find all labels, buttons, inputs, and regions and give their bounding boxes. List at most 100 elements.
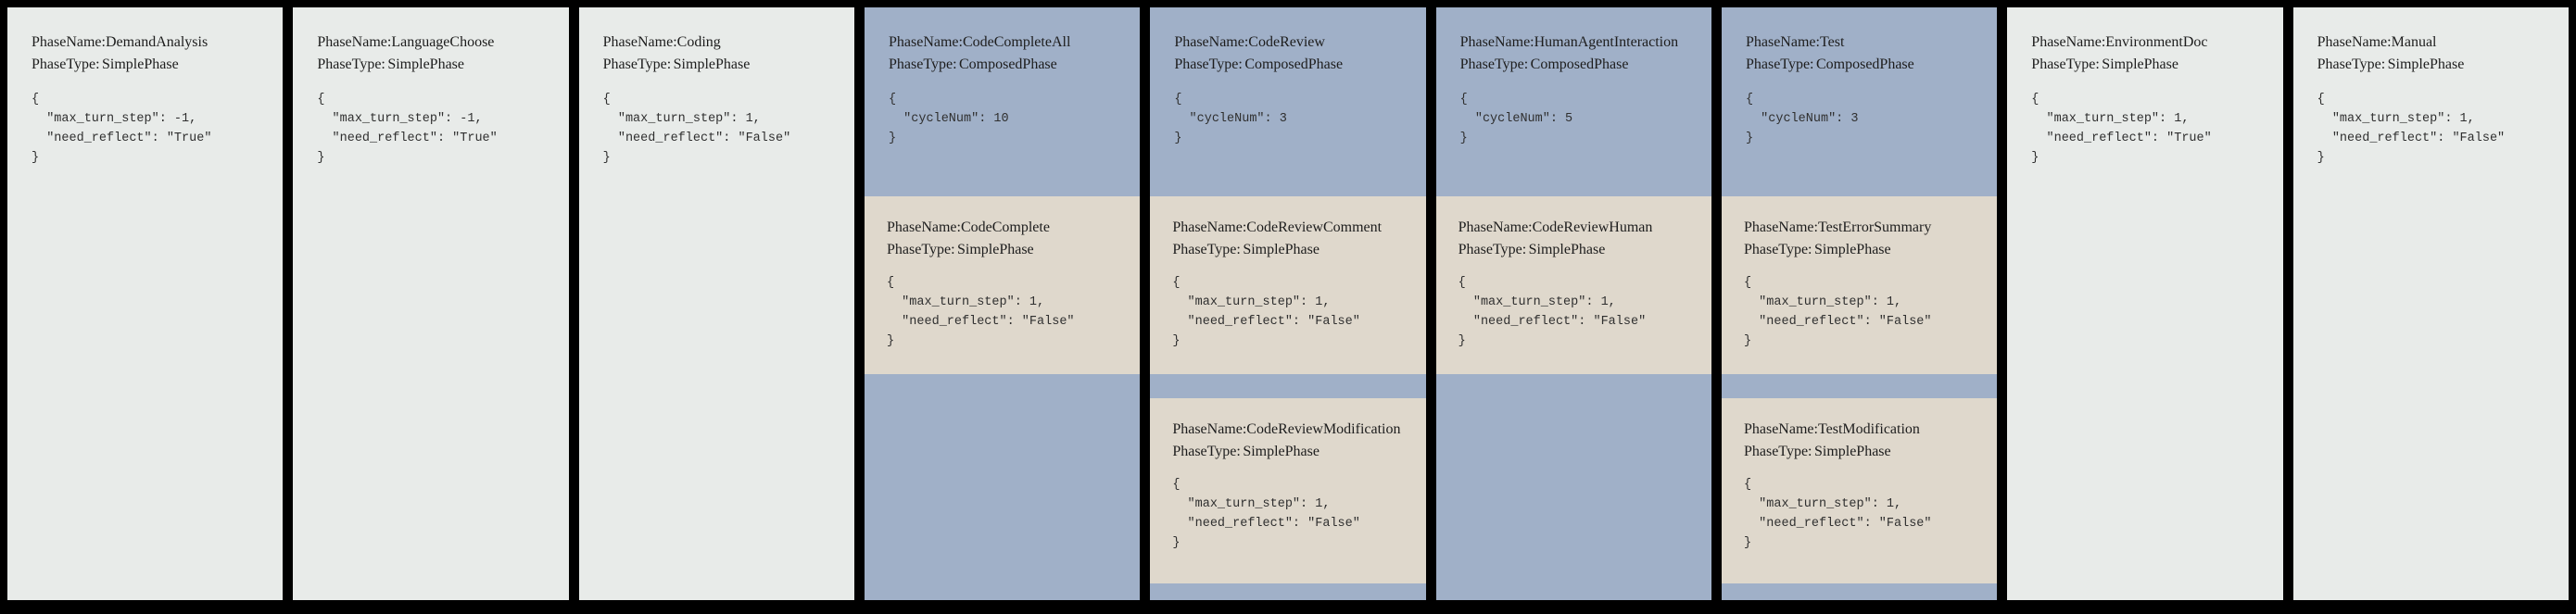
phase-name-label: PhaseName: bbox=[32, 34, 106, 50]
phase-name-value: Manual bbox=[2391, 34, 2437, 50]
phase-card-environment-doc: PhaseName: EnvironmentDoc PhaseType: Sim… bbox=[2007, 7, 2283, 600]
phase-header: PhaseName: CodeReview PhaseType: Compose… bbox=[1150, 7, 1425, 196]
phase-type-value: ComposedPhase bbox=[1530, 56, 1629, 72]
phase-name-label: PhaseName: bbox=[886, 219, 961, 235]
phase-config-json: { "max_turn_step": 1, "need_reflect": "F… bbox=[1458, 276, 1647, 348]
phase-type-label: PhaseType: bbox=[1174, 56, 1243, 72]
phase-type-row: PhaseType: SimplePhase bbox=[603, 54, 841, 76]
phase-name-label: PhaseName: bbox=[1172, 219, 1247, 235]
phase-card-manual: PhaseName: Manual PhaseType: SimplePhase… bbox=[2292, 7, 2569, 600]
phase-name-label: PhaseName: bbox=[1458, 219, 1533, 235]
phase-config-json: { "max_turn_step": 1, "need_reflect": "F… bbox=[886, 276, 1075, 348]
phase-name-value: CodeReviewHuman bbox=[1532, 219, 1653, 235]
phase-type-value: SimplePhase bbox=[1813, 242, 1891, 257]
phase-name-row: PhaseName: LanguageChoose bbox=[317, 31, 555, 54]
phase-name-row: PhaseName: CodeReviewComment bbox=[1172, 217, 1414, 239]
phase-name-value: EnvironmentDoc bbox=[2105, 34, 2208, 50]
phase-type-value: SimplePhase bbox=[673, 56, 751, 72]
phase-type-value: SimplePhase bbox=[102, 56, 179, 72]
phase-card-human-agent-interaction: PhaseName: HumanAgentInteraction PhaseTy… bbox=[1435, 7, 1711, 600]
phase-type-row: PhaseType: SimplePhase bbox=[887, 239, 1129, 261]
phase-config-json: { "max_turn_step": 1, "need_reflect": "F… bbox=[1172, 276, 1360, 348]
phase-name-row: PhaseName: Manual bbox=[2317, 31, 2556, 54]
phase-name-row: PhaseName: Coding bbox=[603, 31, 841, 54]
phase-type-row: PhaseType: SimplePhase bbox=[1744, 239, 1986, 261]
phase-type-row: PhaseType: SimplePhase bbox=[1172, 239, 1414, 261]
phase-name-label: PhaseName: bbox=[317, 34, 392, 50]
phase-name-value: HumanAgentInteraction bbox=[1534, 34, 1679, 50]
phase-name-row: PhaseName: CodeReviewHuman bbox=[1458, 217, 1700, 239]
phase-type-value: SimplePhase bbox=[2387, 56, 2465, 72]
phase-type-row: PhaseType: SimplePhase bbox=[317, 54, 555, 76]
phase-name-label: PhaseName: bbox=[1172, 421, 1247, 437]
phase-type-value: SimplePhase bbox=[1813, 444, 1891, 459]
nested-phase-card-code-review-modification: PhaseName: CodeReviewModification PhaseT… bbox=[1150, 398, 1426, 583]
phase-name-value: Test bbox=[1819, 34, 1845, 50]
phase-name-row: PhaseName: CodeComplete bbox=[887, 217, 1129, 239]
phase-name-label: PhaseName: bbox=[1745, 34, 1820, 50]
phase-card-language-choose: PhaseName: LanguageChoose PhaseType: Sim… bbox=[293, 7, 569, 600]
phase-type-row: PhaseType: SimplePhase bbox=[2317, 54, 2556, 76]
phase-type-row: PhaseType: SimplePhase bbox=[1744, 441, 1986, 463]
phase-type-value: SimplePhase bbox=[1528, 242, 1606, 257]
phase-config-json: { "cycleNum": 10 } bbox=[888, 93, 1009, 145]
phase-name-row: PhaseName: CodeReviewModification bbox=[1172, 419, 1414, 441]
phase-name-label: PhaseName: bbox=[1743, 421, 1818, 437]
phase-config-json: { "max_turn_step": 1, "need_reflect": "F… bbox=[1172, 478, 1360, 550]
phase-config-json: { "cycleNum": 3 } bbox=[1745, 93, 1859, 145]
phase-config-json: { "max_turn_step": 1, "need_reflect": "F… bbox=[1743, 478, 1932, 550]
phase-type-value: SimplePhase bbox=[956, 242, 1034, 257]
phase-type-label: PhaseType: bbox=[32, 56, 100, 72]
phase-board: PhaseName: DemandAnalysis PhaseType: Sim… bbox=[7, 7, 2569, 600]
phase-name-row: PhaseName: TestErrorSummary bbox=[1744, 217, 1986, 239]
phase-type-label: PhaseType: bbox=[602, 56, 672, 72]
phase-type-value: SimplePhase bbox=[1243, 444, 1320, 459]
phase-type-label: PhaseType: bbox=[1743, 242, 1812, 257]
phase-type-value: ComposedPhase bbox=[958, 56, 1057, 72]
phase-header: PhaseName: LanguageChoose PhaseType: Sim… bbox=[293, 7, 568, 168]
phase-type-value: SimplePhase bbox=[1243, 242, 1320, 257]
phase-name-value: CodeReviewComment bbox=[1246, 219, 1383, 235]
phase-type-value: ComposedPhase bbox=[1244, 56, 1344, 72]
phase-name-value: Coding bbox=[676, 34, 721, 50]
phase-type-label: PhaseType: bbox=[1459, 56, 1529, 72]
phase-name-value: CodeReview bbox=[1248, 34, 1325, 50]
phase-name-value: CodeComplete bbox=[960, 219, 1050, 235]
phase-type-value: ComposedPhase bbox=[1815, 56, 1914, 72]
nested-phase-card-code-review-human: PhaseName: CodeReviewHuman PhaseType: Si… bbox=[1435, 196, 1711, 374]
nested-phase-card-test-modification: PhaseName: TestModification PhaseType: S… bbox=[1721, 398, 1998, 583]
phase-name-value: CodeCompleteAll bbox=[962, 34, 1071, 50]
phase-header: PhaseName: Manual PhaseType: SimplePhase… bbox=[2293, 7, 2569, 168]
phase-type-label: PhaseType: bbox=[1745, 56, 1814, 72]
phase-type-row: PhaseType: SimplePhase bbox=[2031, 54, 2269, 76]
phase-name-value: DemandAnalysis bbox=[105, 34, 208, 50]
phase-name-row: PhaseName: EnvironmentDoc bbox=[2031, 31, 2269, 54]
phase-name-label: PhaseName: bbox=[1174, 34, 1249, 50]
phase-header: PhaseName: DemandAnalysis PhaseType: Sim… bbox=[7, 7, 283, 168]
phase-name-label: PhaseName: bbox=[2031, 34, 2106, 50]
phase-name-label: PhaseName: bbox=[602, 34, 677, 50]
phase-type-row: PhaseType: ComposedPhase bbox=[1460, 54, 1698, 76]
phase-name-row: PhaseName: CodeCompleteAll bbox=[889, 31, 1127, 54]
phase-type-label: PhaseType: bbox=[1172, 444, 1241, 459]
phase-header: PhaseName: Test PhaseType: ComposedPhase… bbox=[1722, 7, 1997, 196]
phase-header: PhaseName: CodeCompleteAll PhaseType: Co… bbox=[865, 7, 1140, 196]
phase-config-json: { "max_turn_step": -1, "need_reflect": "… bbox=[32, 93, 212, 165]
phase-card-test: PhaseName: Test PhaseType: ComposedPhase… bbox=[1721, 7, 1998, 600]
phase-type-label: PhaseType: bbox=[1172, 242, 1241, 257]
phase-type-label: PhaseType: bbox=[886, 242, 955, 257]
phase-header: PhaseName: Coding PhaseType: SimplePhase… bbox=[579, 7, 854, 168]
phase-type-row: PhaseType: ComposedPhase bbox=[889, 54, 1127, 76]
phase-name-label: PhaseName: bbox=[1743, 219, 1818, 235]
phase-config-json: { "max_turn_step": -1, "need_reflect": "… bbox=[317, 93, 498, 165]
phase-card-demand-analysis: PhaseName: DemandAnalysis PhaseType: Sim… bbox=[7, 7, 284, 600]
phase-card-code-review: PhaseName: CodeReview PhaseType: Compose… bbox=[1150, 7, 1426, 600]
phase-name-row: PhaseName: DemandAnalysis bbox=[32, 31, 270, 54]
phase-name-label: PhaseName: bbox=[2317, 34, 2392, 50]
phase-type-row: PhaseType: SimplePhase bbox=[1172, 441, 1414, 463]
phase-type-label: PhaseType: bbox=[2031, 56, 2100, 72]
phase-type-label: PhaseType: bbox=[888, 56, 957, 72]
phase-type-label: PhaseType: bbox=[317, 56, 385, 72]
phase-name-label: PhaseName: bbox=[888, 34, 963, 50]
